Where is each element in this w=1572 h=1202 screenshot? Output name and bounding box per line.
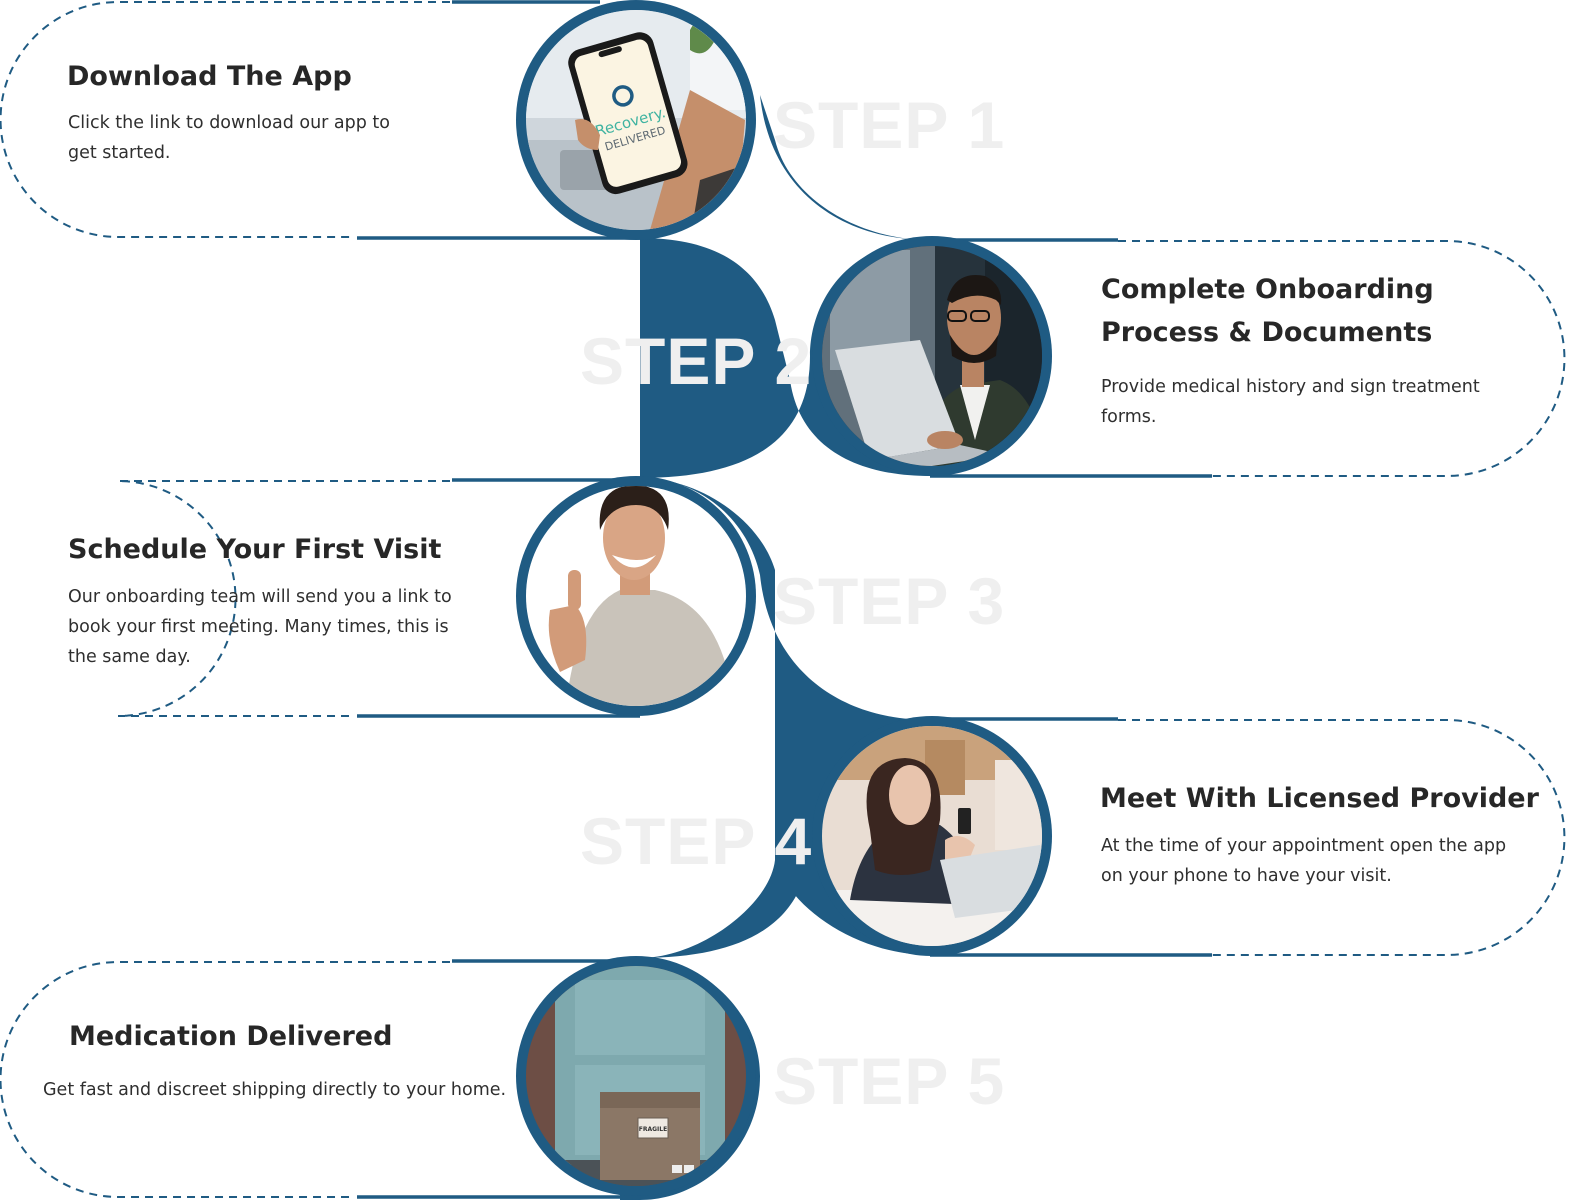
step-1-description: Click the link to download our app to ge…: [68, 113, 390, 163]
step-4-title: Meet With Licensed Provider: [1100, 783, 1539, 814]
step-3-title: Schedule Your First Visit: [68, 534, 442, 565]
outline-step-3: [117, 480, 450, 717]
step-4-photo: [822, 726, 1042, 946]
step-2-label: STEP 2: [580, 324, 813, 398]
step-3-description: Our onboarding team will send you a link…: [68, 587, 452, 667]
step-4-description: At the time of your appointment open the…: [1101, 836, 1507, 886]
outline-step-4: [1118, 719, 1566, 956]
step-5-description: Get fast and discreet shipping directly …: [43, 1080, 507, 1100]
step-5-title: Medication Delivered: [69, 1021, 393, 1052]
step-2-description: Provide medical history and sign treatme…: [1101, 377, 1480, 427]
step-2-title: Complete Onboarding Process & Documents: [1101, 274, 1434, 348]
outline-step-5: [0, 961, 450, 1198]
step-5-photo: FRAGILE: [526, 966, 746, 1186]
step-4-label: STEP 4: [580, 804, 813, 878]
package-label-text: FRAGILE: [639, 1126, 667, 1133]
step-1-label: STEP 1: [773, 88, 1006, 162]
outline-step-1: [0, 1, 450, 238]
outline-step-2: [1118, 240, 1566, 477]
step-5-label: STEP 5: [773, 1044, 1006, 1118]
step-3-photo: [526, 486, 746, 706]
step-1-title: Download The App: [67, 61, 352, 92]
step-3-label: STEP 3: [773, 564, 1006, 638]
